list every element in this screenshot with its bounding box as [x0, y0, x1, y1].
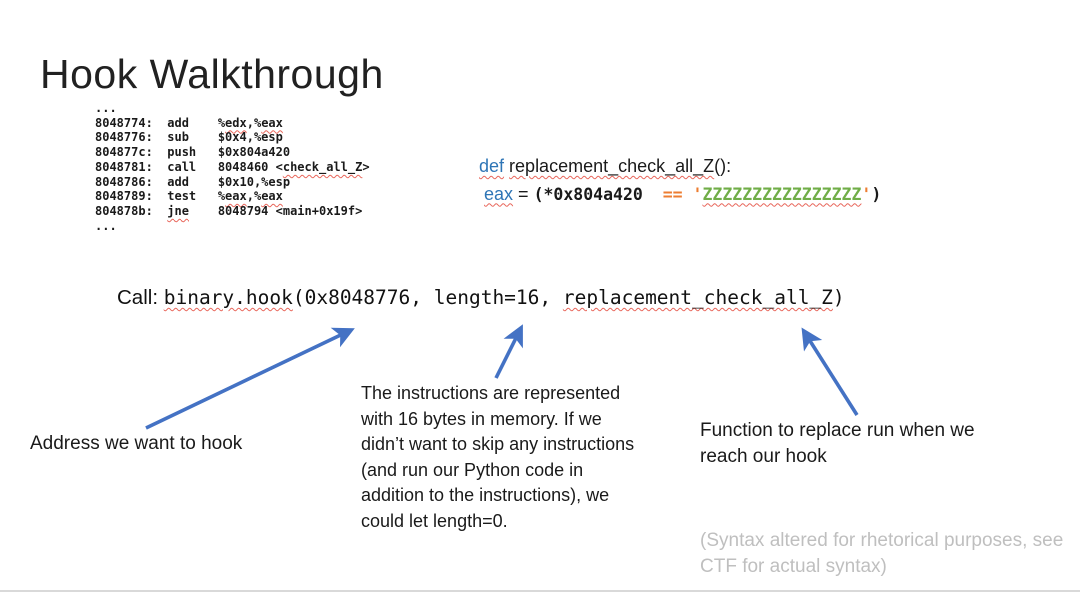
code-segment: '	[692, 184, 703, 204]
annotation-arrow	[494, 324, 523, 379]
code-segment: eax	[484, 183, 514, 204]
code-segment: eax	[261, 115, 283, 130]
code-segment: 8048789: test %	[95, 189, 226, 204]
code-segment: )	[871, 184, 882, 204]
code-segment: 8048781: call 8048460 <	[95, 159, 283, 174]
annotation-function: Function to replace run when we reach ou…	[700, 420, 975, 467]
code-segment: ZZZZZZZZZZZZZZZZ	[702, 184, 862, 204]
code-segment: ...	[95, 218, 117, 233]
code-segment: eax	[261, 189, 283, 204]
code-line: ...	[95, 219, 370, 234]
syntax-note: (Syntax altered for rhetorical purposes,…	[700, 530, 1064, 577]
code-line: 8048776: sub $0x4,%esp	[95, 130, 370, 145]
code-line: eax = (*0x804a420 == 'ZZZZZZZZZZZZZZZZ')	[479, 181, 881, 209]
code-segment: 8048774: add %	[95, 115, 226, 130]
code-segment: '	[861, 184, 872, 204]
hook-call-line: Call: binary.hook(0x8048776, length=16, …	[117, 286, 845, 310]
code-line: 8048774: add %edx,%eax	[95, 116, 370, 131]
code-line: def replacement_check_all_Z():	[479, 153, 881, 181]
code-line: 804877c: push $0x804a420	[95, 145, 370, 160]
annotation-length: The instructions are represented with 16…	[361, 383, 635, 531]
code-segment: binary.hook	[163, 286, 293, 309]
code-segment: ():	[714, 156, 732, 176]
annotation-arrow	[801, 327, 859, 416]
code-segment: 804877c: push $0x804a420	[95, 145, 291, 160]
code-segment: ...	[95, 101, 117, 115]
code-segment: =	[513, 183, 534, 204]
code-segment: replacement_check_all_Z	[509, 156, 715, 176]
code-segment: 8048786: add $0x10,%esp	[95, 174, 291, 189]
code-segment: jne	[167, 203, 189, 218]
code-line: 8048789: test %eax,%eax	[95, 189, 370, 204]
code-line: 8048786: add $0x10,%esp	[95, 175, 370, 190]
code-segment: replacement_check_all_Z	[562, 286, 833, 309]
code-segment: 804878b:	[95, 203, 168, 218]
python-snippet: def replacement_check_all_Z(): eax = (*0…	[479, 153, 881, 208]
code-segment: (*0x804a420	[533, 184, 653, 204]
code-segment: >	[362, 159, 370, 174]
annotation-arrow	[145, 327, 355, 430]
code-segment: ,%	[246, 115, 262, 130]
code-segment: 8048794 <main+0x19f>	[188, 203, 363, 218]
code-line: ...	[95, 101, 370, 116]
code-segment: 8048776: sub $0x4,%esp	[95, 130, 283, 145]
code-segment: check_all_Z	[282, 159, 363, 174]
code-segment: ,%	[246, 189, 262, 204]
code-segment: (0x8048776, length=16,	[292, 286, 563, 309]
code-segment: ==	[652, 184, 693, 204]
code-line: 804878b: jne 8048794 <main+0x19f>	[95, 204, 370, 219]
code-segment: def	[479, 156, 505, 176]
slide-title: Hook Walkthrough	[40, 51, 384, 98]
code-segment: Call:	[117, 286, 164, 309]
annotation-address: Address we want to hook	[30, 433, 243, 454]
code-segment: eax	[225, 189, 247, 204]
code-line: 8048781: call 8048460 <check_all_Z>	[95, 160, 370, 175]
slide-bottom-edge	[0, 590, 1080, 592]
code-segment: )	[832, 286, 845, 309]
code-segment: edx	[225, 115, 247, 130]
